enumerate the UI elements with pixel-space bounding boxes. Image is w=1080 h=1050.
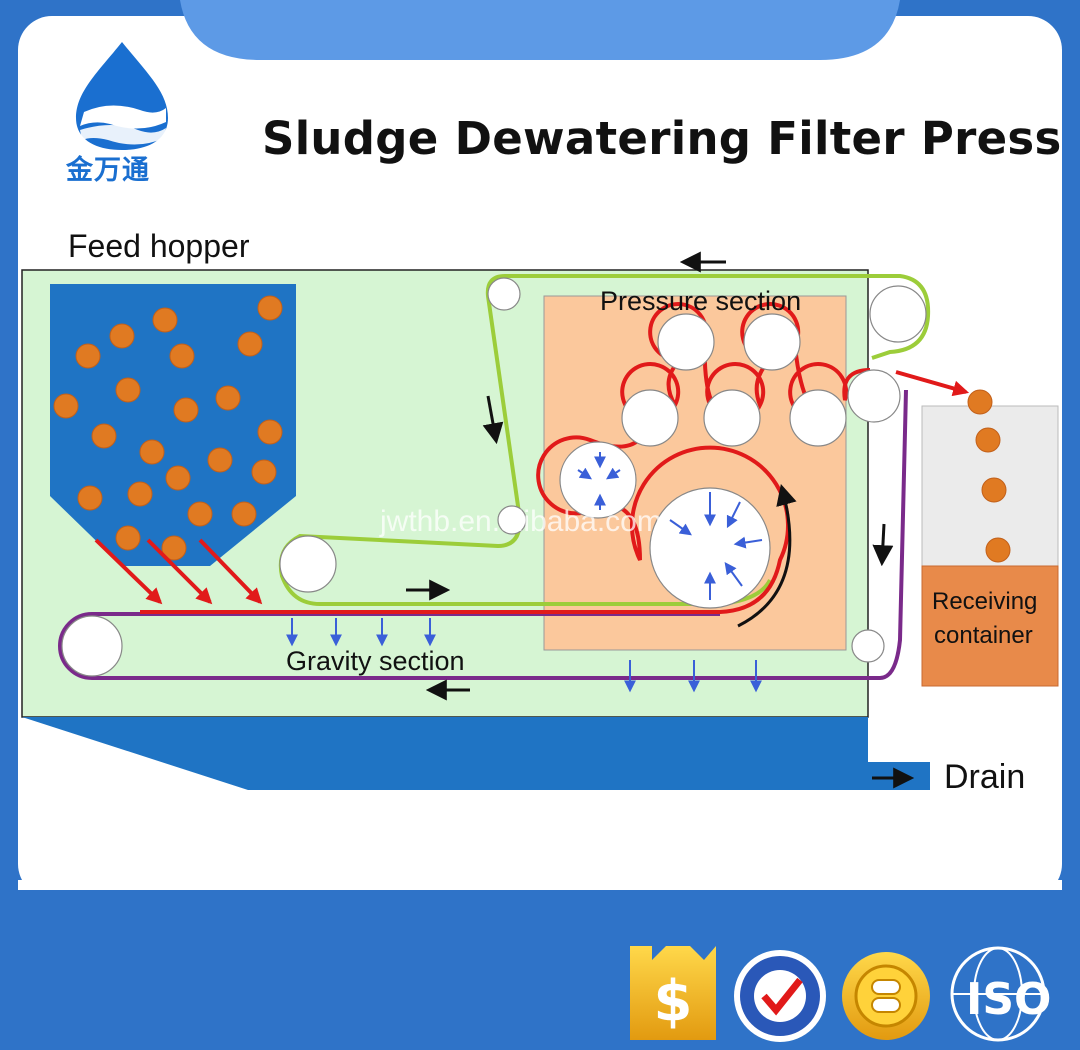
feed-hopper-label: Feed hopper: [68, 228, 250, 264]
drain-label: Drain: [944, 758, 1026, 796]
brand-name: 金万通: [66, 155, 150, 186]
dewatered-cake: [967, 389, 1011, 563]
iso-badge-text: ISO: [966, 974, 1052, 1025]
filtrate-arrows: [286, 618, 762, 693]
sludge-particles: [53, 295, 283, 561]
iso-globe-badge-icon: [950, 946, 1046, 1042]
pressure-section-label: Pressure section: [600, 286, 802, 316]
page-title: Sludge Dewatering Filter Press: [262, 112, 1062, 165]
drain-tray: [22, 717, 868, 790]
feed-arrows: [94, 370, 970, 605]
svg-text:$: $: [654, 969, 693, 1034]
dollar-shield-badge-icon: $: [630, 946, 716, 1040]
pressure-arrows: [577, 452, 763, 600]
gravity-section-label: Gravity section: [286, 646, 465, 676]
drain-pipe: [700, 762, 930, 790]
direction-arrows: [406, 251, 915, 789]
receiving-container-label-2: container: [934, 622, 1033, 649]
watermark: jwthb.en.alibaba.com: [380, 505, 662, 538]
rollers: [61, 277, 927, 677]
gold-supplier-badge-icon: [842, 952, 930, 1040]
feed-hopper: [50, 284, 296, 566]
water-drop-logo-icon: [76, 42, 168, 150]
receiving-container-label-1: Receiving: [932, 588, 1038, 615]
receiving-container: [921, 565, 1059, 687]
supplier-assessment-badge-icon: [734, 950, 826, 1042]
